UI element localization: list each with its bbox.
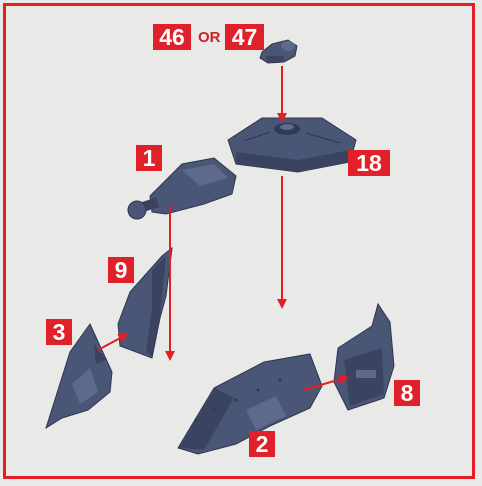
part-46-47-turret [260,40,297,63]
part-8-rear-plate [334,304,394,410]
part-number-2: 2 [249,431,275,457]
or-label: OR [198,25,221,51]
part-number-9: 9 [108,257,134,283]
part-number-46: 46 [153,24,191,50]
part-number-8: 8 [394,380,420,406]
part-number-1: 1 [136,145,162,171]
part-number-47: 47 [225,24,264,50]
part-number-18: 18 [348,150,390,176]
part-18-platform [228,118,356,172]
part-number-3: 3 [46,319,72,345]
